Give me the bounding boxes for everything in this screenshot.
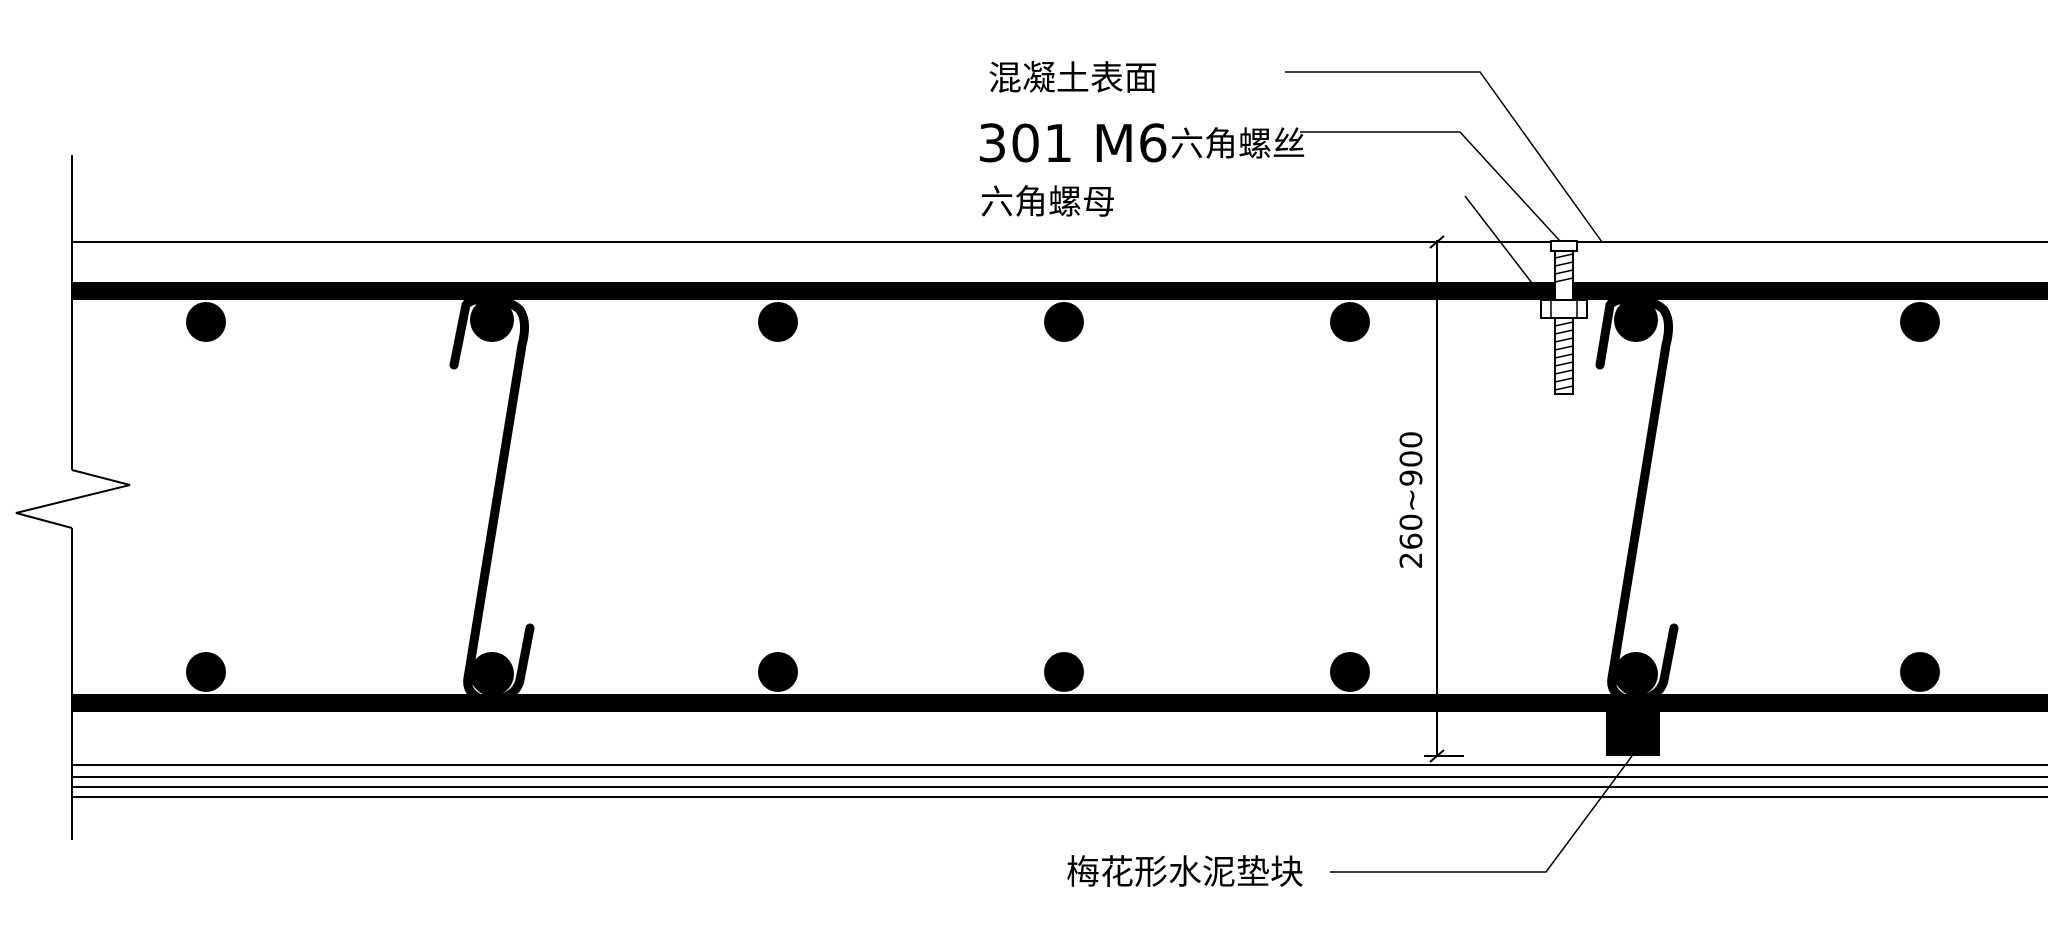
- rebar-dot: [1900, 302, 1940, 342]
- tie-bar-right: [1595, 294, 1679, 705]
- leader-nut: [1464, 195, 1546, 301]
- thickness-dimension: [1424, 235, 1464, 763]
- tie-bar-left: [449, 294, 535, 705]
- label-concrete-surface: 混凝土表面: [988, 59, 1158, 99]
- bottom-rebar-bar: [72, 694, 2048, 712]
- slab-left-edge: [15, 155, 131, 840]
- rebar-dot: [1614, 298, 1658, 342]
- leader-spacer: [1330, 755, 1633, 873]
- spacer-block: [1606, 708, 1660, 756]
- rebar-dot: [1044, 652, 1084, 692]
- thickness-dimension-label: 260~900: [1395, 430, 1430, 570]
- rebar-dot: [1330, 302, 1370, 342]
- top-rebar-dots: [186, 298, 1940, 342]
- leader-concrete-surface: [1285, 71, 1603, 243]
- label-bolt-name: 六角螺丝: [1170, 125, 1306, 165]
- rebar-dot: [1614, 652, 1658, 696]
- bolt-thread: [1554, 253, 1574, 391]
- leader-bolt: [1300, 131, 1561, 242]
- rebar-dot: [470, 652, 514, 696]
- hex-bolt: [1540, 240, 1588, 395]
- top-rebar-bar: [72, 282, 2048, 300]
- label-hex-nut: 六角螺母: [980, 183, 1116, 223]
- bottom-rebar-dots: [186, 652, 1940, 696]
- rebar-dot: [470, 298, 514, 342]
- rebar-dot: [1044, 302, 1084, 342]
- rebar-dot: [186, 302, 226, 342]
- label-bolt-spec: 301 M6: [976, 115, 1170, 175]
- rebar-dot: [758, 652, 798, 692]
- bolt-head: [1550, 240, 1578, 252]
- rebar-dot: [1900, 652, 1940, 692]
- rebar-dot: [758, 302, 798, 342]
- rebar-dot: [1330, 652, 1370, 692]
- label-spacer-block: 梅花形水泥垫块: [1066, 853, 1304, 893]
- leader-lines: [1285, 71, 1633, 873]
- rebar-dot: [186, 652, 226, 692]
- hex-nut: [1540, 299, 1588, 319]
